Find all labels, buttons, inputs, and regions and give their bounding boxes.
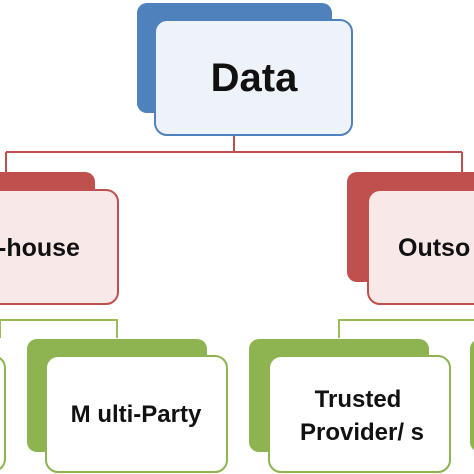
right-leaf-bus-line [338,319,474,338]
leaf-trusted-label-line1: Trusted [315,386,402,413]
left-branch-label: -house [0,234,80,262]
left-branch-front [0,189,119,305]
leaf-trusted-label-line2: Provider/ s [300,419,424,446]
right-branch-node[interactable]: Outso [347,172,474,305]
leaf-node-trusted-provider[interactable]: Trusted Provider/ s [249,339,451,473]
leaf-connectors [0,319,474,338]
left-leaf-bus-line [0,319,118,338]
root-node-data[interactable]: Data [137,3,353,136]
root-node-label: Data [211,56,298,100]
leaf-node-far-left[interactable] [0,356,6,471]
leaf-multi-party-label: M ulti-Party [71,401,202,428]
leaf-far-left-front [0,357,6,470]
leaf-node-far-right[interactable] [470,339,474,452]
root-node-front [154,19,353,136]
leaf-node-multi-party[interactable]: M ulti-Party [27,339,228,473]
leaf-far-right-back [470,341,474,450]
right-branch-label: Outso [398,234,470,262]
left-branch-node[interactable]: -house [0,172,119,305]
leaf-trusted-front [268,355,451,473]
right-branch-front [367,189,474,305]
leaf-multi-party-front [45,355,228,473]
root-connectors [5,134,463,172]
